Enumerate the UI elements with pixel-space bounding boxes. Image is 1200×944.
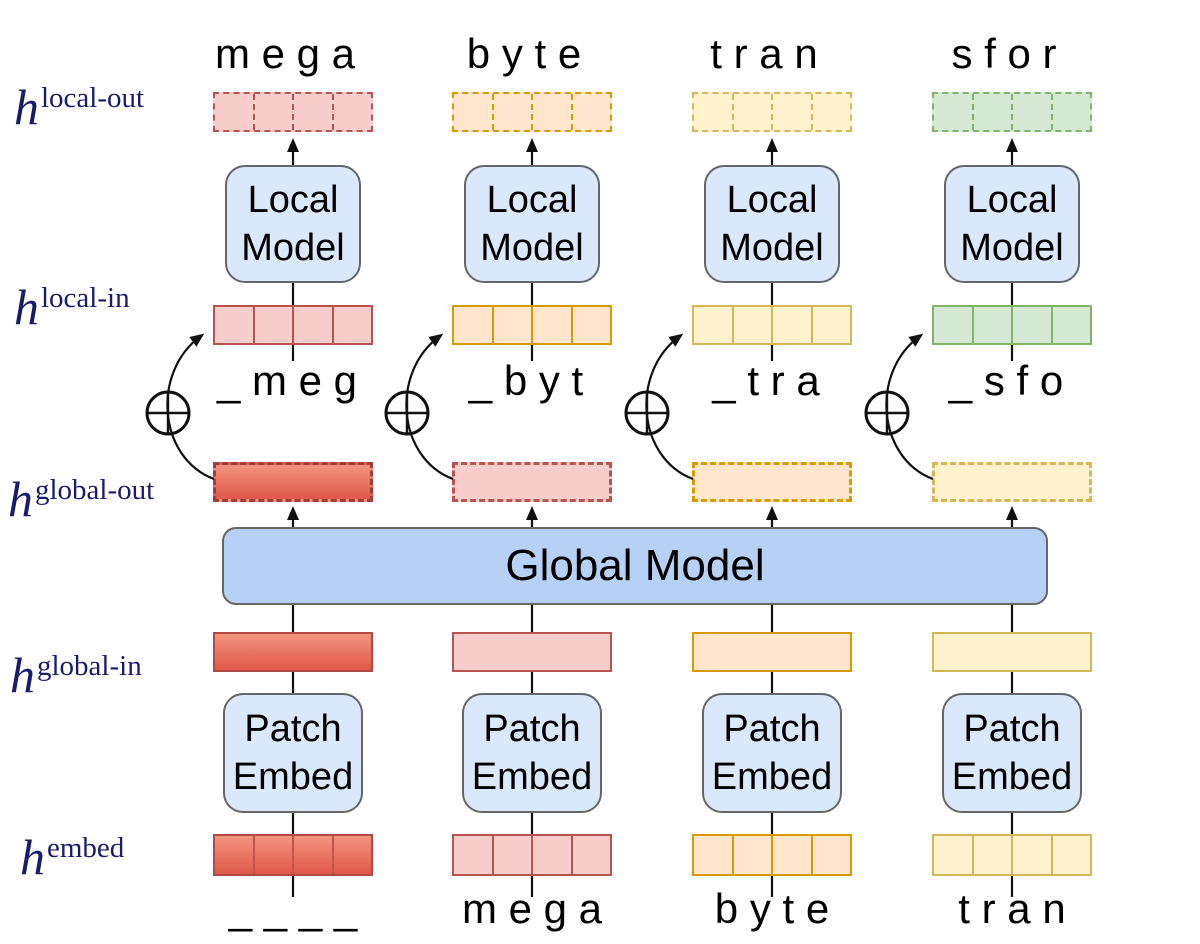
vector-cell — [1013, 307, 1053, 343]
vector-cell — [934, 307, 974, 343]
vector-cell — [454, 307, 494, 343]
patch-output-text: s f o r — [951, 30, 1057, 77]
h-local-in-box — [932, 305, 1092, 345]
patch-embed-box: Patch Embed — [223, 693, 363, 813]
add-icon — [624, 390, 670, 436]
local-model-box: Local Model — [225, 165, 361, 283]
vector-cell — [934, 836, 974, 874]
local-input-text: _ b y t — [468, 357, 584, 404]
h-local-out-box — [932, 92, 1092, 132]
vector-cell — [334, 307, 372, 343]
vector-cell — [1053, 307, 1091, 343]
vector-cell — [1013, 94, 1053, 130]
vector-cell — [694, 94, 734, 130]
vector-cell — [694, 836, 734, 874]
vector-cell — [255, 307, 294, 343]
vector-cell — [974, 307, 1013, 343]
add-icon — [384, 390, 430, 436]
vector-cell — [734, 94, 773, 130]
vector-cell — [1053, 836, 1091, 874]
h-local-in-box — [692, 305, 852, 345]
vector-cell — [934, 94, 974, 130]
vector-cell — [294, 307, 334, 343]
patch-output-text: m e g a — [214, 30, 356, 77]
local-input-text: _ m e g — [216, 357, 358, 404]
vector-cell — [573, 836, 611, 874]
vector-cell — [694, 307, 734, 343]
vector-cell — [294, 836, 334, 874]
vector-cell — [773, 94, 813, 130]
patch-input-text: m e g a — [461, 885, 603, 932]
vector-cell — [215, 94, 255, 130]
vector-cell — [533, 836, 573, 874]
h-global-out-box — [692, 462, 852, 502]
patch-output-text: t r a n — [710, 30, 818, 77]
patch-input-text: _ _ _ _ — [228, 885, 358, 932]
vector-cell — [215, 307, 255, 343]
label-h-embed: hembed — [20, 829, 125, 885]
vector-cell — [773, 836, 813, 874]
vector-cell — [533, 94, 573, 130]
vector-cell — [773, 307, 813, 343]
h-local-in-box — [213, 305, 373, 345]
vector-cell — [494, 836, 533, 874]
h-global-in-box — [213, 632, 373, 672]
local-input-text: _ s f o — [948, 357, 1064, 404]
vector-cell — [974, 836, 1013, 874]
vector-cell — [494, 307, 533, 343]
patch-embed-box: Patch Embed — [942, 693, 1082, 813]
h-local-out-box — [452, 92, 612, 132]
local-input-text: _ t r a — [712, 357, 820, 404]
patch-embed-box: Patch Embed — [462, 693, 602, 813]
vector-cell — [974, 94, 1013, 130]
patch-input-text: t r a n — [958, 885, 1066, 932]
vector-cell — [494, 94, 533, 130]
label-h-global-in: hglobal-in — [10, 647, 142, 703]
h-global-in-box — [452, 632, 612, 672]
h-global-out-box — [932, 462, 1092, 502]
h-global-in-box — [932, 632, 1092, 672]
vector-cell — [254, 836, 294, 874]
vector-cell — [334, 94, 372, 130]
vector-cell — [813, 94, 851, 130]
vector-cell — [454, 94, 494, 130]
patch-output-text: b y t e — [466, 30, 582, 77]
add-icon — [145, 390, 191, 436]
h-local-out-box — [692, 92, 852, 132]
vector-cell — [1013, 836, 1053, 874]
vector-cell — [1053, 94, 1091, 130]
patch-input-text: b y t e — [714, 885, 830, 932]
vector-cell — [454, 836, 494, 874]
vector-cell — [255, 94, 294, 130]
h-embed-box — [452, 834, 612, 876]
vector-cell — [333, 836, 371, 874]
local-model-box: Local Model — [464, 165, 600, 283]
vector-cell — [294, 94, 334, 130]
label-h-global-out: hglobal-out — [8, 471, 155, 527]
h-local-in-box — [452, 305, 612, 345]
local-model-box: Local Model — [704, 165, 840, 283]
patch-embed-box: Patch Embed — [702, 693, 842, 813]
global-model-box: Global Model — [222, 527, 1048, 605]
vector-cell — [734, 836, 773, 874]
label-h-local-out: hlocal-out — [14, 79, 145, 135]
vector-cell — [573, 307, 611, 343]
add-icon — [864, 390, 910, 436]
vector-cell — [573, 94, 611, 130]
vector-cell — [215, 836, 255, 874]
vector-cell — [813, 307, 851, 343]
vector-cell — [734, 307, 773, 343]
h-local-out-box — [213, 92, 373, 132]
local-model-box: Local Model — [944, 165, 1080, 283]
vector-cell — [533, 307, 573, 343]
h-embed-box — [213, 834, 373, 876]
h-global-out-box — [213, 462, 373, 502]
h-global-in-box — [692, 632, 852, 672]
h-global-out-box — [452, 462, 612, 502]
h-embed-box — [692, 834, 852, 876]
label-h-local-in: hlocal-in — [14, 279, 130, 335]
vector-cell — [813, 836, 851, 874]
h-embed-box — [932, 834, 1092, 876]
